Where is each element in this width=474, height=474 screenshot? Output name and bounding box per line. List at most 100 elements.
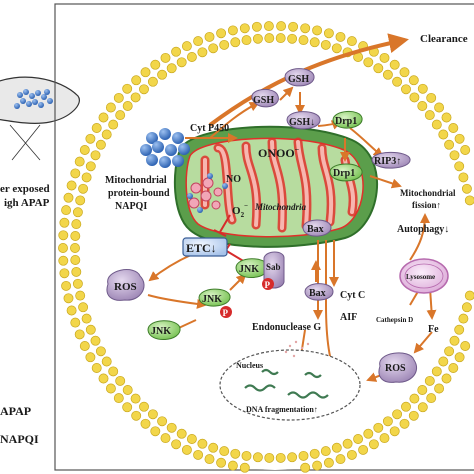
lipid-head [176,57,187,68]
lipid-head [346,36,357,47]
lipid-head [181,41,192,52]
lipid-head [70,317,81,328]
gsh-down-label: GSH↓ [289,117,315,128]
o2-label: O2− [232,202,248,219]
lipid-head [448,363,459,373]
lipid-head [389,426,400,437]
nucleus: Nucleus DNA fragmentation↑ [219,349,361,421]
bax-inner-node: Bax [302,219,332,237]
cyt-c-label: Cyt C [340,290,365,301]
lipid-head [448,123,459,133]
lipid-head [373,63,384,74]
lipid-head [379,52,390,63]
mito-fission-line1: Mitochondrial [400,188,456,198]
lipid-head [108,366,119,377]
lipid-head [122,385,133,395]
mito-fission-line2: fission↑ [412,200,441,210]
lipid-head [115,110,126,121]
lipid-head [166,422,177,433]
lipid-head [424,375,435,386]
lipid-head [61,280,72,291]
lipid-head [130,393,141,404]
lipid-head [251,21,262,32]
lipid-head [444,346,455,357]
lipid-head [358,444,369,455]
gsh-left-node: GSH [251,89,279,108]
jnk-lower-node: JNK [147,320,181,340]
lipid-head [166,63,177,74]
lipid-head [373,422,384,433]
lipid-head [263,21,274,32]
p-badge-middle: P [220,306,232,318]
lipid-head [72,207,83,218]
ros-left-label: ROS [114,281,137,293]
bax-inner-label: Bax [307,224,324,235]
drp1-outer-node: Drp1 [332,111,363,129]
lipid-head [389,59,400,70]
lipid-head [219,39,230,50]
bax-outer-node: Bax [304,283,334,301]
lipid-head [85,161,96,172]
lipid-head [61,205,72,216]
lipid-head [227,460,238,471]
lipid-head [131,410,142,421]
lipid-head [72,278,83,289]
lipid-head [101,129,112,140]
lipid-head [150,59,161,70]
lipid-head [122,402,133,413]
lipid-head [353,434,364,444]
lipid-head [193,449,204,460]
lipid-head [312,25,323,36]
lipid-head [79,341,90,351]
clearance-label: Clearance [420,33,468,45]
lipid-head [122,83,133,94]
lipid-head [460,145,471,155]
arrow-fe-ros [413,331,433,354]
lipid-head [58,255,69,266]
lipid-head [208,43,219,54]
lipid-head [441,112,452,123]
liver-caption-line2: igh APAP [4,197,50,209]
protein-bound-napqi-cluster [187,173,228,213]
p-upper-label: P [265,280,271,290]
lipid-head [59,268,70,279]
lipid-head [85,133,96,144]
lipid-head [287,33,298,44]
lipid-head [335,454,346,465]
jnk-upper-node: JNK [235,258,269,278]
gsh-top-label: GSH [288,74,309,85]
cyt-p450-label: Cyt P450 [190,123,229,134]
onoo-label: ONOO− [258,145,300,160]
mito-protein-line3: NAPQI [115,201,147,212]
lipid-head [275,452,286,463]
lipid-head [464,195,474,206]
aif-label: AIF [340,312,357,323]
ros-right-node: ROS [378,352,418,383]
lipid-head [160,433,171,444]
lipid-head [409,393,420,404]
lipid-head [454,324,465,335]
lipid-head [454,352,465,363]
lipid-head [95,139,106,150]
p-middle-label: P [223,308,229,318]
lipid-head [331,442,342,453]
lysosome-node: Lysosome [399,258,449,294]
jnk-upper-label: JNK [239,264,259,275]
lipid-head [331,43,342,54]
lipid-head [70,231,81,241]
lipid-head [230,448,241,459]
lipid-head [417,402,428,413]
lipid-head [288,21,299,32]
lipid-head [75,290,86,301]
lipid-head [417,83,428,94]
lipid-head [70,255,81,265]
lipid-head [98,373,109,384]
lipid-head [59,217,70,228]
lipid-head [66,305,77,316]
lipid-head [230,37,241,48]
arrow-napqi-to-gsh [209,102,260,139]
lipid-head [252,452,263,463]
lipid-head [438,129,449,140]
drp1-inner-label: Drp1 [333,168,355,179]
lipid-head [186,52,197,62]
